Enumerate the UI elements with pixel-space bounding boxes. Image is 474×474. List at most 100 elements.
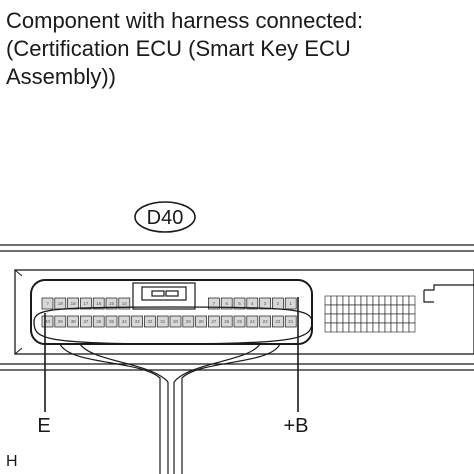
connector-code-ellipse	[134, 201, 196, 233]
pin-number: 16	[96, 301, 102, 306]
pin-number: 30	[173, 319, 179, 324]
aux-pin-cell	[372, 304, 380, 315]
aux-pin-cell	[348, 304, 356, 315]
pin-number: 40	[45, 319, 51, 324]
aux-pin-cell	[354, 313, 362, 324]
pin-number: 1	[289, 301, 292, 306]
pin-number: 27	[211, 319, 217, 324]
pin-cell	[54, 315, 67, 328]
aux-pin-cell	[324, 295, 332, 306]
pin-number: 3	[264, 301, 267, 306]
aux-pin-cell	[402, 304, 410, 315]
connector-code-text: D40	[147, 207, 184, 229]
aux-pin-cell	[336, 322, 344, 333]
pin-number: 38	[71, 319, 77, 324]
pin-number: ?	[46, 301, 49, 306]
pin-number: 33	[135, 319, 141, 324]
pin-number: 24	[250, 319, 256, 324]
pin-number: 36	[96, 319, 102, 324]
aux-pin-cell	[396, 304, 404, 315]
aux-pin-cell	[408, 322, 416, 333]
pin-cell	[195, 315, 207, 328]
aux-pin-cell	[390, 313, 398, 324]
pin-cell	[233, 297, 246, 310]
title-line-2: (Certification ECU (Smart Key ECU	[6, 36, 351, 61]
aux-pin-cell	[342, 295, 350, 306]
aux-pin-cell	[384, 313, 392, 324]
aux-pin-cell	[408, 313, 416, 324]
pin-cell	[105, 297, 118, 310]
pin-cell	[233, 315, 246, 328]
aux-pin-cell	[372, 322, 380, 333]
pin-cell	[220, 297, 233, 310]
pin-number: 5	[238, 301, 241, 306]
aux-pin-cell	[342, 313, 350, 324]
aux-pin-cell	[348, 313, 356, 324]
pin-number: 25	[237, 319, 243, 324]
connector-code-label: D40	[134, 201, 196, 233]
aux-pin-cell	[330, 295, 338, 306]
aux-pin-cell	[390, 304, 398, 315]
secondary-connector	[324, 295, 416, 333]
aux-pin-cell	[372, 295, 380, 306]
aux-pin-cell	[324, 322, 332, 333]
pin-cell	[92, 315, 105, 328]
pin-cell	[284, 297, 297, 310]
aux-pin-cell	[366, 304, 374, 315]
pin-number: 15	[109, 301, 115, 306]
pin-cell	[144, 315, 156, 328]
pin-number: 17	[83, 301, 89, 306]
aux-pin-cell	[372, 313, 380, 324]
aux-pin-cell	[378, 304, 386, 315]
terminal-label-b: +B	[283, 415, 308, 437]
aux-pin-cell	[336, 313, 344, 324]
pin-cell	[246, 297, 259, 310]
pin-cell	[246, 315, 259, 328]
pin-number: 21	[288, 319, 294, 324]
aux-pin-cell	[360, 295, 368, 306]
aux-pin-cell	[408, 304, 416, 315]
pin-cell	[92, 297, 105, 310]
aux-pin-cell	[378, 295, 386, 306]
pin-cell	[259, 315, 271, 328]
pin-number: 39	[58, 319, 64, 324]
harness-wires	[59, 343, 281, 474]
aux-pin-cell	[342, 322, 350, 333]
pin-cell	[80, 315, 92, 328]
aux-pin-cell	[336, 295, 344, 306]
pin-number: 32	[147, 319, 153, 324]
terminal-label-e: E	[37, 415, 50, 437]
harness-outline	[33, 306, 313, 345]
aux-pin-cell	[330, 322, 338, 333]
pin-number: 19	[58, 301, 64, 306]
corner-code: H	[6, 453, 18, 470]
aux-pin-cell	[336, 304, 344, 315]
pin-number: 2	[277, 301, 280, 306]
pin-cell	[131, 315, 143, 328]
pin-cell	[67, 315, 79, 328]
aux-pin-cell	[324, 313, 332, 324]
aux-pin-cell	[408, 295, 416, 306]
aux-pin-cell	[342, 304, 350, 315]
aux-pin-cell	[390, 295, 398, 306]
pin-number: 31	[160, 319, 166, 324]
aux-pin-cell	[396, 295, 404, 306]
title-line-1: Component with harness connected:	[6, 8, 364, 33]
title-line-3: Assembly))	[6, 64, 117, 89]
pin-cell	[220, 315, 233, 328]
pin-number: 35	[109, 319, 115, 324]
aux-pin-cell	[378, 322, 386, 333]
pin-cell	[118, 315, 131, 328]
pin-cell	[272, 315, 284, 328]
aux-pin-cell	[330, 313, 338, 324]
terminal-leaders	[44, 297, 299, 412]
pin-number: 22	[275, 319, 281, 324]
aux-pin-cell	[348, 322, 356, 333]
pin-number: 14	[122, 301, 128, 306]
aux-pin-cell	[366, 295, 374, 306]
aux-pin-cell	[324, 304, 332, 315]
